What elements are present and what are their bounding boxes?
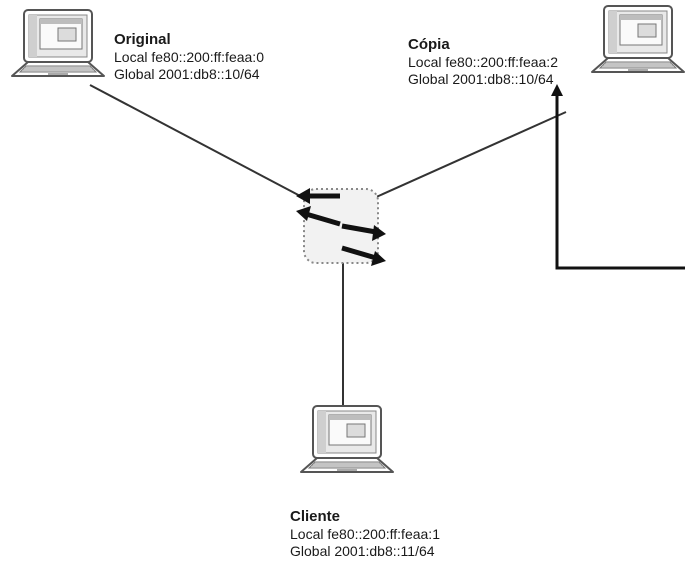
node-global-address-copia: Global 2001:db8::10/64 [408,71,554,87]
node-name-copia: Cópia [408,36,450,53]
link-copia-switch [373,111,567,199]
node-label-copia: Cópia Local fe80::200:ff:feaa:2 Global 2… [408,35,558,88]
pointer-arrow-line [555,92,685,270]
node-local-address-copia: Local fe80::200:ff:feaa:2 [408,54,558,70]
laptop-icon-original [11,9,105,77]
node-name-cliente: Cliente [290,508,341,525]
network-switch-icon [296,188,386,266]
link-original-switch [89,84,305,199]
laptop-icon-copia [591,5,685,73]
node-name-original: Original [114,31,171,48]
laptop-icon-cliente [300,405,394,473]
node-label-cliente: Cliente Local fe80::200:ff:feaa:1 Global… [290,507,440,560]
node-label-original: Original Local fe80::200:ff:feaa:0 Globa… [114,30,264,83]
pointer-arrow-head [551,84,563,96]
node-local-address-original: Local fe80::200:ff:feaa:0 [114,49,264,65]
node-local-address-cliente: Local fe80::200:ff:feaa:1 [290,526,440,542]
node-global-address-original: Global 2001:db8::10/64 [114,66,260,82]
node-global-address-cliente: Global 2001:db8::11/64 [290,543,435,559]
